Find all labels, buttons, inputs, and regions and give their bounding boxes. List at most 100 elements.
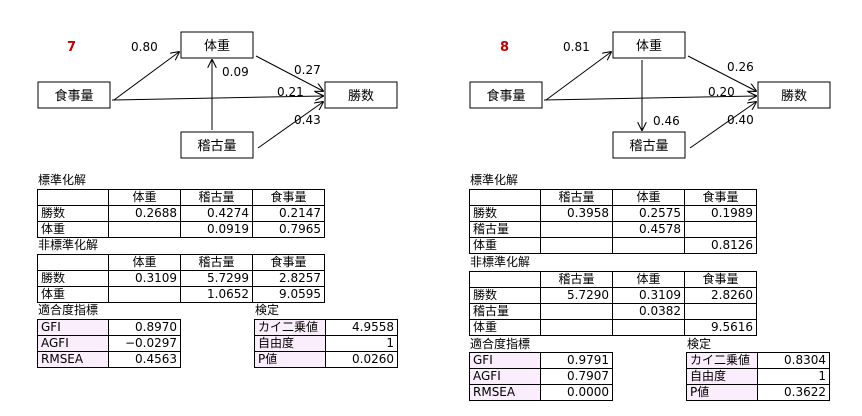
path-practice-wins-7 [257,102,323,149]
row-header: カイ二乗値 [686,352,758,369]
cell [540,303,613,320]
row-header: 体重 [469,319,541,336]
coef-weight-wins-7: 0.27 [294,63,321,77]
path-food-wins-7 [111,96,323,100]
node-wins-7-label: 勝数 [348,89,374,104]
cell: 0.4563 [108,351,181,368]
cell [684,303,757,320]
path-food-weight-8 [545,52,611,101]
cell: 0.3109 [108,270,181,287]
col-header: 体重 [108,254,181,271]
row-header: 勝数 [37,205,109,222]
cell: −0.0297 [108,335,181,352]
node-practice-8 [612,131,686,159]
std-table-8: 稽古量 体重 食事量 勝数 0.3958 0.2575 0.1989 稽古量 0… [469,189,757,254]
row-header: P値 [686,384,758,401]
unstd-table-8: 稽古量 体重 食事量 勝数 5.7290 0.3109 2.8260 稽古量 0… [469,271,757,336]
row-header: AGFI [469,368,541,385]
std-title-8: 標準化解 [470,173,519,187]
coef-food-wins-8: 0.20 [708,85,735,99]
path-weight-wins-7 [255,55,323,91]
coef-practice-wins-7: 0.43 [294,113,321,127]
node-weight-7 [180,31,254,59]
node-wins-8-label: 勝数 [781,89,807,104]
node-wins-8 [757,81,831,109]
col-header: 体重 [612,189,685,206]
fit-table-7: GFI 0.8970 AGFI −0.0297 RMSEA 0.4563 [37,319,181,368]
coef-weight-practice-8: 0.46 [653,114,680,128]
table-row: カイ二乗値 4.9558 [254,319,398,336]
row-header: RMSEA [469,384,541,401]
table-row: 自由度 1 [254,335,398,352]
unstd-table-7: 体重 稽古量 食事量 勝数 0.3109 5.7299 2.8257 体重 1.… [37,254,325,303]
node-food-8-label: 食事量 [486,88,525,104]
row-header: 勝数 [469,205,541,222]
cell [684,221,757,238]
model-8-number: 8 [500,40,509,55]
table-row: 稽古量 0.0382 [469,303,757,320]
row-header: カイ二乗値 [254,319,326,336]
cell [108,286,181,303]
model-7-number: 7 [67,40,76,55]
row-header: 勝数 [37,270,109,287]
row-header: 自由度 [686,368,758,385]
cell: 0.0919 [180,221,253,238]
node-practice-7 [180,131,254,159]
row-header: GFI [37,319,109,336]
col-header: 稽古量 [180,189,253,206]
cell [612,237,685,254]
cell: 0.2575 [612,205,685,222]
cell: 1.0652 [180,286,253,303]
cell: 0.8970 [108,319,181,336]
cell: 0.2688 [108,205,181,222]
col-header: 食事量 [252,254,325,271]
cell: 5.7290 [540,287,613,304]
col-header: 稽古量 [540,189,613,206]
row-header: 勝数 [469,287,541,304]
table-row: P値 0.0260 [254,351,398,368]
path-weight-wins-8 [687,55,756,91]
cell: 5.7299 [180,270,253,287]
cell: 0.3109 [612,287,685,304]
fit-title-8: 適合度指標 [470,337,531,351]
node-food-7 [37,81,111,109]
row-header: 自由度 [254,335,326,352]
row-header: RMSEA [37,351,109,368]
cell [612,319,685,336]
row-header: 体重 [37,286,109,303]
path-practice-wins-8 [689,102,756,149]
fit-title-7: 適合度指標 [38,303,99,317]
model-7-diagram: 7 食事量 体重 稽古量 勝数 0.80 0.09 0.27 0.21 0.43 [37,31,398,159]
table-row: RMSEA 0.0000 [469,384,613,401]
table-row: 勝数 0.3109 5.7299 2.8257 [37,270,325,287]
coef-weight-wins-8: 0.26 [727,60,754,74]
table-row: GFI 0.8970 [37,319,181,336]
cell: 0.2147 [252,205,325,222]
table-row: 勝数 0.3958 0.2575 0.1989 [469,205,757,222]
cell: 1 [325,335,398,352]
test-table-8: カイ二乗値 0.8304 自由度 1 P値 0.3622 [686,352,830,401]
row-header: P値 [254,351,326,368]
cell [540,319,613,336]
cell: 1 [757,368,830,385]
cell: 9.0595 [252,286,325,303]
cell: 0.8304 [757,352,830,369]
row-header: GFI [469,352,541,369]
col-header: 食事量 [252,189,325,206]
row-header: 稽古量 [469,221,541,238]
col-header: 食事量 [684,271,757,288]
cell [108,221,181,238]
table-row: 勝数 5.7290 0.3109 2.8260 [469,287,757,304]
table-row: 自由度 1 [686,368,830,385]
std-table-7: 体重 稽古量 食事量 勝数 0.2688 0.4274 0.2147 体重 0.… [37,189,325,238]
cell: 0.4578 [612,221,685,238]
unstd-title-7: 非標準化解 [38,238,99,252]
path-food-weight-7 [113,52,179,101]
coef-food-wins-7: 0.21 [277,85,304,99]
corner-cell [37,254,109,271]
corner-cell [37,189,109,206]
test-title-8: 検定 [687,337,712,351]
table-row: GFI 0.9791 [469,352,613,369]
coef-practice-weight-7: 0.09 [222,65,249,79]
